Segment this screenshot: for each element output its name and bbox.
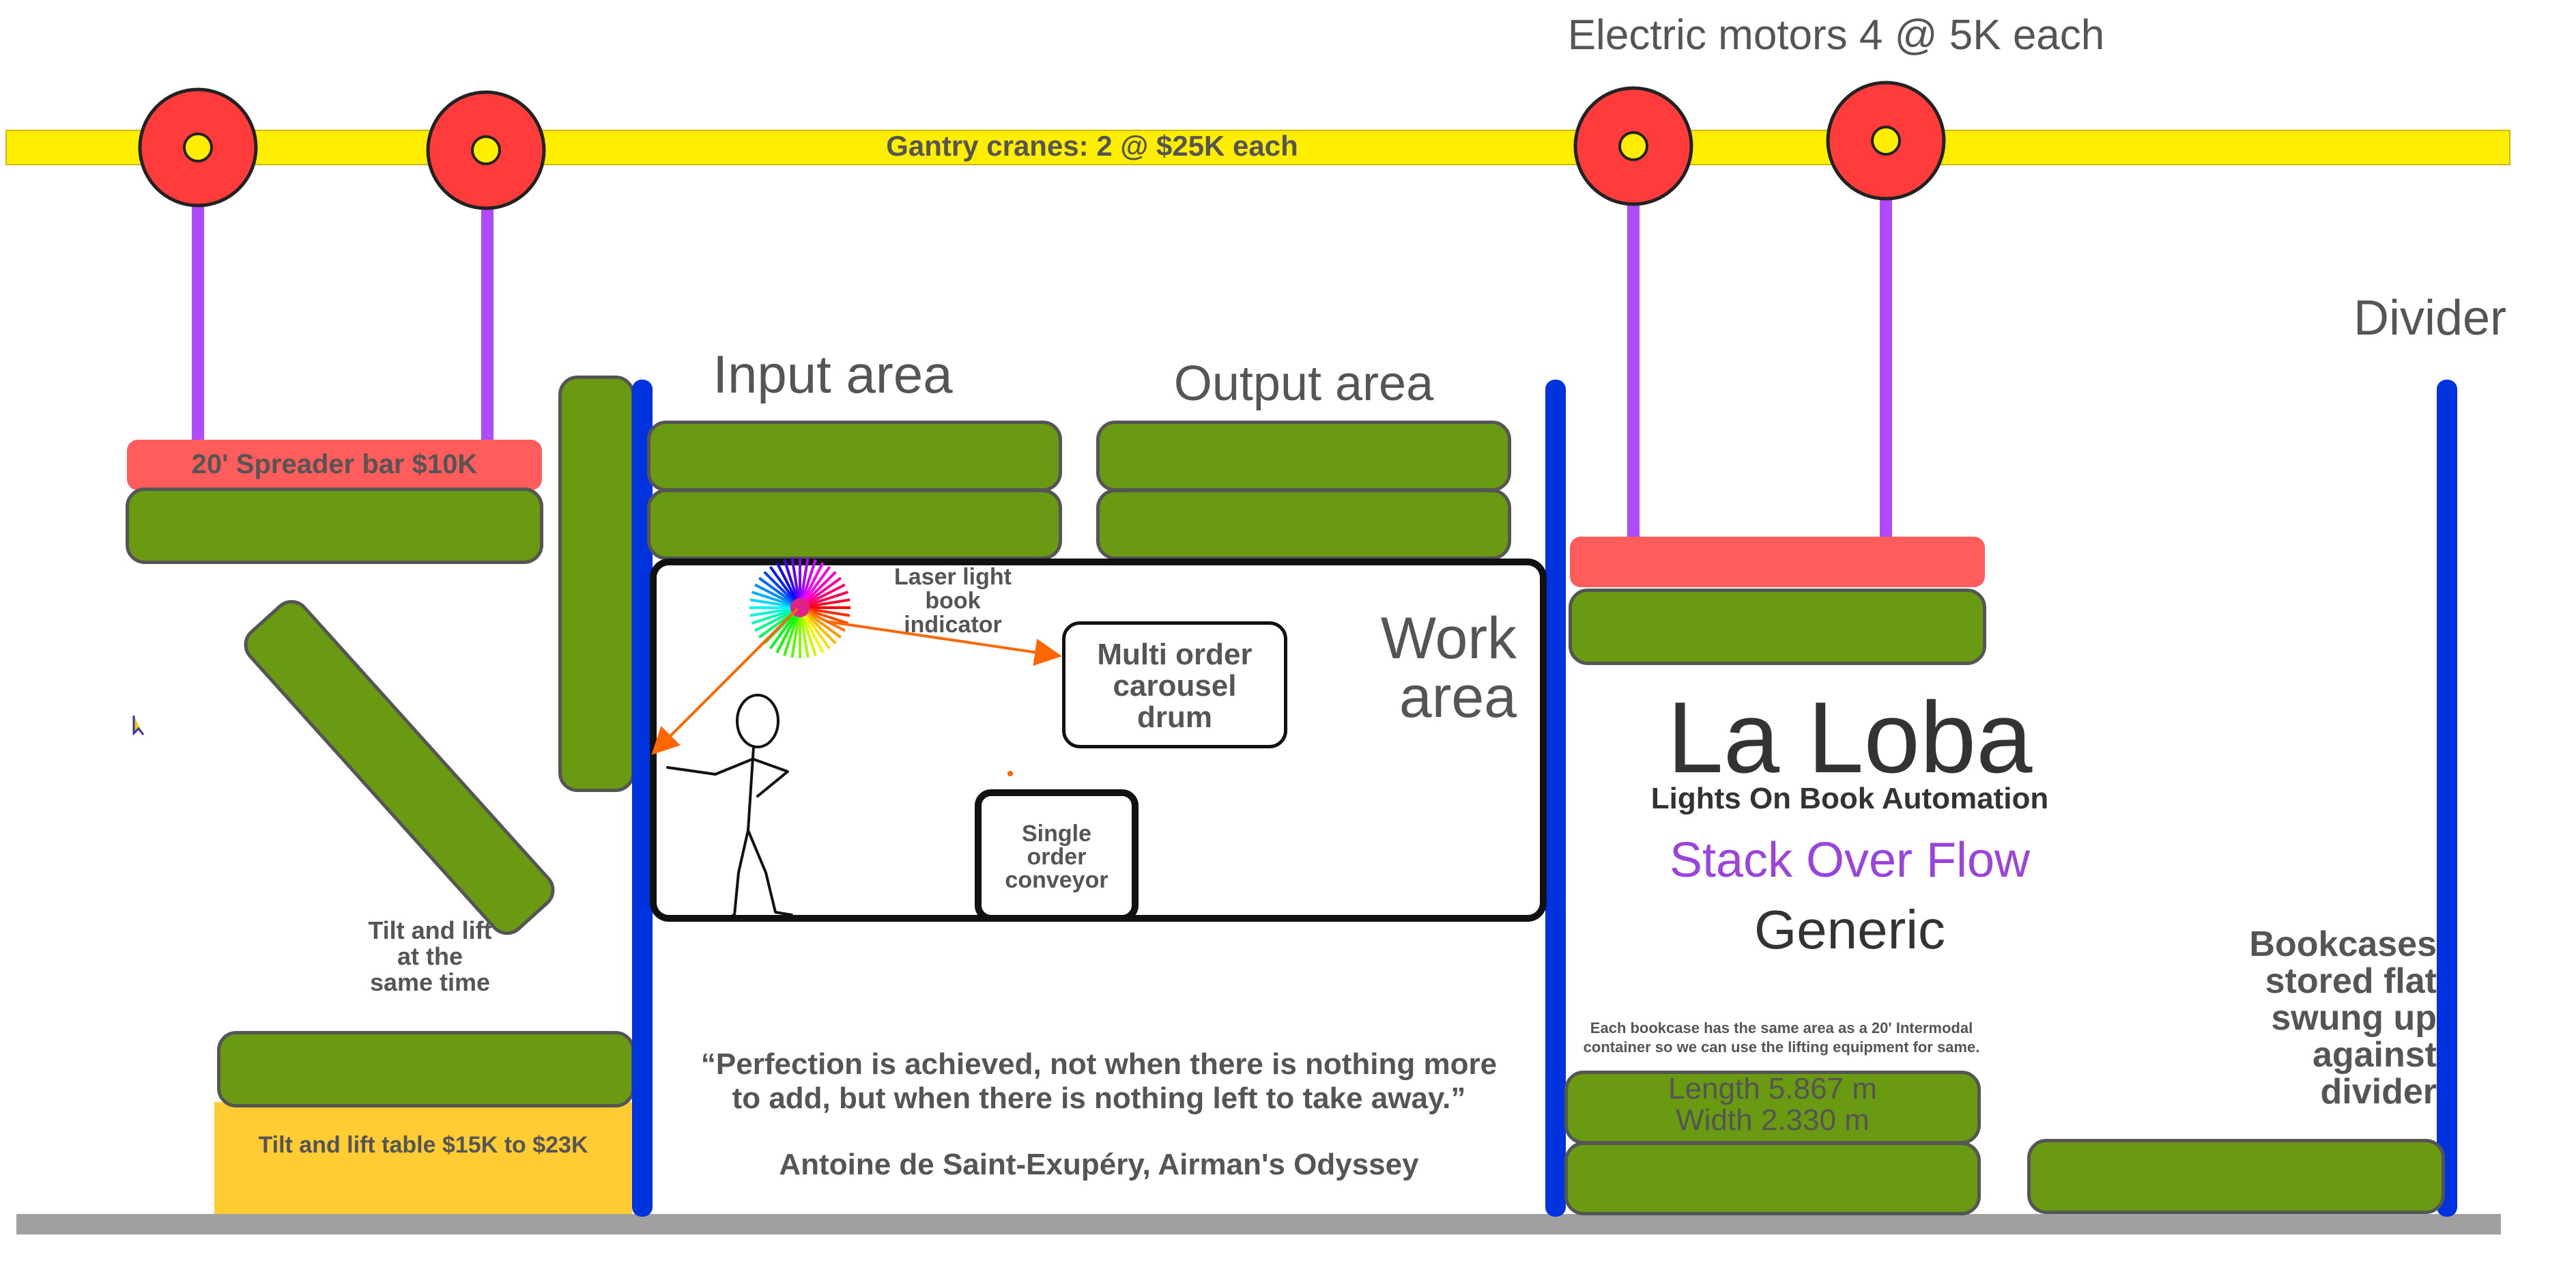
- motors-label: Electric motors 4 @ 5K each: [1567, 12, 2105, 59]
- laser-ray: [783, 559, 799, 602]
- motor-wheel-icon: [1826, 81, 1946, 201]
- laser-ray: [805, 583, 846, 606]
- laser-ray: [806, 607, 850, 617]
- carousel-drum: [1062, 621, 1287, 748]
- laser-label: Laser light book indicator: [894, 564, 1012, 638]
- input-area-label: Input area: [713, 344, 953, 404]
- spreader-bar-label: 20' Spreader bar $10K: [191, 449, 478, 479]
- bookcase-lifted: [1569, 589, 1986, 665]
- motor-wheel-icon: [138, 87, 258, 208]
- divider-pole: [2437, 380, 2457, 1217]
- brand-generic: Generic: [1754, 899, 1946, 960]
- laser-ray: [801, 559, 817, 602]
- laser-ray: [805, 591, 848, 607]
- laser-ray: [801, 613, 817, 656]
- bookcase-on-table: [217, 1031, 635, 1107]
- floor: [16, 1214, 2501, 1234]
- laser-ray: [801, 613, 825, 653]
- hoist-cable: [1880, 141, 1892, 541]
- stick-figure-icon: [666, 694, 793, 920]
- laser-ray: [804, 576, 842, 605]
- laser-ray: [752, 591, 795, 607]
- laser-ray: [803, 611, 837, 645]
- motor-wheel-icon: [1573, 86, 1693, 206]
- bookcase-output: [1096, 489, 1511, 560]
- bookcases-storage-note: Bookcases stored flat swung up against d…: [2249, 924, 2437, 1112]
- laser-beam-arrow: [825, 620, 1062, 666]
- gantry-crane-rail: [5, 130, 2510, 165]
- gantry-crane-label: Gantry cranes: 2 @ $25K each: [886, 130, 1298, 162]
- laser-ray: [775, 613, 799, 653]
- laser-ray: [763, 571, 797, 604]
- divider-pole: [1545, 380, 1566, 1217]
- laser-dot: [1007, 771, 1013, 776]
- hoist-cable: [481, 147, 493, 462]
- laser-ray: [769, 612, 797, 650]
- laser-ray: [805, 608, 848, 625]
- laser-beam-arrow: [651, 608, 799, 755]
- bookcase-width: Width 2.330 m: [1676, 1103, 1870, 1137]
- conveyor-label: Single order conveyor: [1005, 821, 1108, 893]
- bookcase-vertical: [558, 376, 635, 792]
- laser-ray: [806, 598, 850, 608]
- motor-wheel-icon: [426, 90, 546, 210]
- bookcase-floor: [1564, 1142, 1981, 1215]
- laser-ray: [799, 614, 810, 658]
- laser-ray: [749, 607, 794, 617]
- tilt-lift-table: [214, 1102, 632, 1214]
- container-note: Each bookcase has the same area as a 20'…: [1583, 1019, 1980, 1056]
- laser-ray: [799, 557, 810, 602]
- bookcase-lifted: [126, 488, 543, 564]
- laser-ray: [803, 565, 831, 604]
- laser-ray: [805, 609, 846, 632]
- laser-ray: [775, 562, 799, 602]
- hoist-cable: [1627, 145, 1640, 541]
- spreader-bar: [127, 440, 542, 490]
- bookcase-dimensions: [1564, 1071, 1981, 1144]
- laser-burst-icon: [749, 557, 850, 658]
- hoist-cable: [192, 145, 204, 459]
- laser-ray: [790, 557, 801, 602]
- brand-tagline: Stack Over Flow: [1669, 833, 2031, 888]
- work-area-label: Work area: [1380, 606, 1517, 730]
- bookcase-input: [647, 489, 1062, 560]
- laser-ray: [754, 583, 795, 606]
- laser-ray: [790, 614, 801, 658]
- cursor-icon: [132, 716, 145, 736]
- laser-ray: [783, 613, 799, 656]
- laser-ray: [752, 608, 795, 625]
- laser-ray: [769, 565, 797, 604]
- laser-ray: [758, 576, 796, 605]
- laser-ray: [801, 562, 825, 602]
- laser-ray: [803, 612, 831, 650]
- brand-subtitle: Lights On Book Automation: [1650, 782, 2049, 815]
- quote: “Perfection is achieved, not when there …: [700, 1047, 1498, 1115]
- laser-ray: [804, 610, 842, 639]
- carousel-drum-label: Multi order carousel drum: [1097, 638, 1253, 734]
- laser-ray: [754, 609, 795, 632]
- quote-author: Antoine de Saint-Exupéry, Airman's Odyss…: [779, 1148, 1419, 1181]
- divider-label: Divider: [2353, 291, 2507, 345]
- tilt-lift-note: Tilt and lift at the same time: [368, 916, 492, 996]
- tilt-lift-table-label: Tilt and lift table $15K to $23K: [258, 1132, 588, 1158]
- spreader-bar: [1570, 537, 1985, 587]
- laser-ray: [803, 571, 837, 604]
- laser-ray: [749, 598, 794, 608]
- output-area-label: Output area: [1173, 356, 1434, 411]
- bookcase-length: Length 5.867 m: [1668, 1072, 1877, 1105]
- brand-title: La Loba: [1667, 681, 2033, 794]
- conveyor: [975, 789, 1139, 922]
- bookcase-stored: [2027, 1139, 2445, 1214]
